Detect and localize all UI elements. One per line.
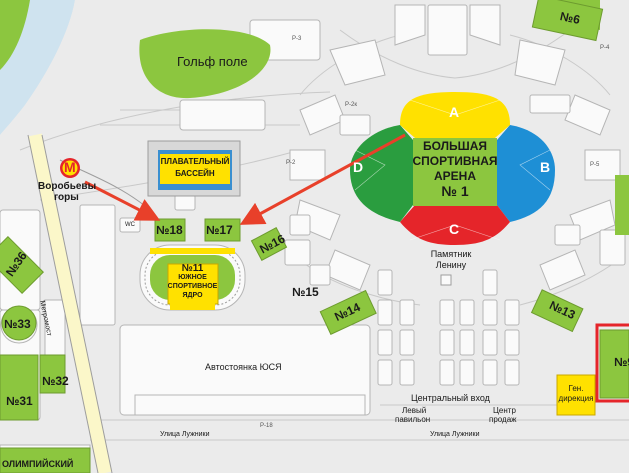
sector-d-label: D <box>353 159 364 175</box>
parking-label: Автостоянка ЮСЯ <box>205 362 282 372</box>
metro-station-name-2: горы <box>54 192 79 203</box>
building-6 <box>531 0 604 42</box>
south-core <box>139 244 246 311</box>
sector-b <box>497 125 555 222</box>
arena-outer-blocks <box>249 4 621 291</box>
metro-icon-inner <box>62 160 78 176</box>
sector-b-label: B <box>540 159 551 175</box>
building-32 <box>39 354 66 394</box>
building-9-highlight <box>595 323 629 403</box>
arrow-to-17 <box>239 133 406 225</box>
building-17 <box>204 218 241 242</box>
green-lawn-top <box>0 0 30 70</box>
street-label-2: Улица Лужники <box>430 431 480 438</box>
metromost <box>27 133 113 473</box>
building-33-label: №33 <box>4 317 31 331</box>
arena <box>350 92 555 245</box>
sector-c-label: C <box>449 221 460 237</box>
building-18-label: №18 <box>156 223 183 237</box>
building-17-label: №17 <box>206 223 233 237</box>
lenin-label-1: Памятник <box>430 249 472 259</box>
center-sales-label-1: Центр <box>493 406 516 415</box>
lenin-label-2: Ленину <box>435 260 467 270</box>
pool-title: ПЛАВАТЕЛЬНЫЙ <box>160 157 230 166</box>
arena-number: № 1 <box>441 183 469 199</box>
building-31-label: №31 <box>6 394 33 408</box>
metro-station-name: Воробьевы <box>38 181 97 192</box>
road-p18: Р-18 <box>260 423 273 429</box>
arena-field <box>413 138 497 206</box>
building-13 <box>530 289 584 333</box>
center-sales-label-2: продаж <box>489 415 517 424</box>
building-15-label: №15 <box>292 285 319 299</box>
central-entrance-label: Центральный вход <box>411 393 490 403</box>
south-core-line-2: СПОРТИВНОЕ <box>167 283 218 290</box>
olympic-building <box>0 447 91 473</box>
south-core-number: №11 <box>181 263 204 274</box>
road-p4: Р-4 <box>600 45 610 51</box>
building-6-label: №6 <box>558 9 582 27</box>
parking-areas <box>119 99 371 416</box>
sector-d <box>350 125 413 222</box>
building-31 <box>0 354 39 421</box>
arrow-to-18 <box>84 180 161 221</box>
south-core-line-1: ЮЖНОЕ <box>178 274 207 281</box>
building-16 <box>250 227 288 261</box>
arena-title-2: СПОРТИВНАЯ <box>412 154 498 168</box>
building-18 <box>154 218 186 242</box>
olympic-label: ОЛИМПИЙСКИЙ <box>2 459 74 469</box>
metro-letter: М <box>64 159 76 175</box>
gen-direction-label-2: дирекция <box>558 394 594 403</box>
golf-field <box>139 29 271 99</box>
sector-a-label: A <box>449 104 460 120</box>
golf-label: Гольф поле <box>177 54 248 69</box>
road-p3: Р-3 <box>292 36 302 42</box>
arena-title-3: АРЕНА <box>433 169 476 183</box>
building-32-label: №32 <box>42 374 69 388</box>
street-label-1: Улица Лужники <box>160 431 210 438</box>
lenin-monument <box>440 274 452 286</box>
building-33 <box>1 305 37 341</box>
wc-label: WC <box>125 222 135 228</box>
pool-label-bg <box>160 154 230 184</box>
pool-subtitle: БАССЕЙН <box>175 169 215 178</box>
arrows <box>84 133 406 225</box>
building-9 <box>599 329 629 399</box>
building-36 <box>0 236 44 294</box>
south-core-line-3: ЯДРО <box>182 292 203 299</box>
promenade-blocks <box>284 214 626 386</box>
building-9-label: №9 <box>614 355 629 369</box>
road-p5: Р-5 <box>590 162 600 168</box>
left-pavilion-label-1: Левый <box>402 406 427 415</box>
left-pavilion-label-2: павильон <box>395 415 431 424</box>
road-p2k: Р-2к <box>345 102 357 108</box>
arena-title-1: БОЛЬШАЯ <box>422 139 488 153</box>
gen-direction <box>556 374 596 416</box>
road-p2: Р-2 <box>286 160 296 166</box>
green-right-edge <box>615 175 629 235</box>
building-14 <box>319 289 377 336</box>
gen-direction-label-1: Ген. <box>568 384 584 393</box>
